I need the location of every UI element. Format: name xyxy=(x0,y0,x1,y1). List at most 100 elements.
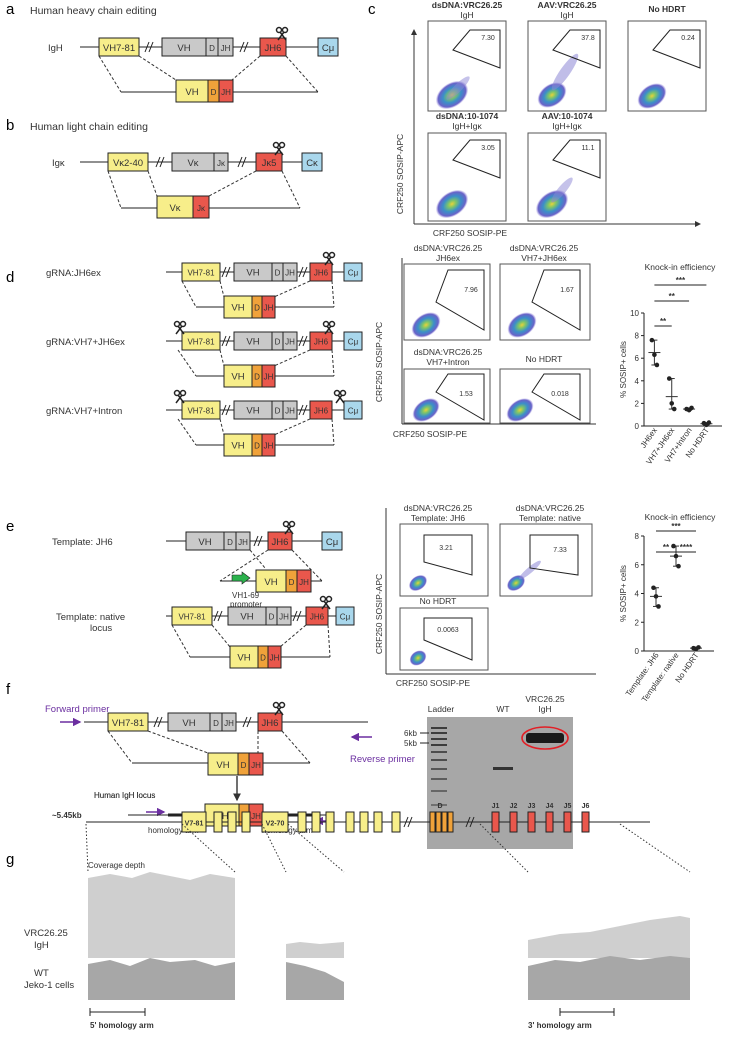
box-jh: JH xyxy=(285,338,295,347)
data-point xyxy=(673,553,679,559)
hdrt-vh: VH xyxy=(237,653,250,664)
gate-value: 11.1 xyxy=(581,145,594,152)
box-cmu: Cμ xyxy=(348,269,359,278)
box-cmu: Cμ xyxy=(348,407,359,416)
flow-plot-d2: dsDNA:VRC26.25 VH7+JH6ex 1.67 xyxy=(499,243,591,341)
data-point xyxy=(652,352,657,358)
panel-d: d xyxy=(6,269,14,286)
box-jk5: Jκ5 xyxy=(262,158,277,169)
significance-label: *** xyxy=(676,276,686,285)
forward-primer-label: Forward primer xyxy=(45,704,109,715)
hdrt-jh: JH xyxy=(221,88,231,97)
box-cmu: Cμ xyxy=(348,338,359,347)
significance-label: ** xyxy=(663,543,670,552)
j-label: J5 xyxy=(564,803,572,810)
d-y-axis-label: CRF250 SOSIP-APC xyxy=(374,322,384,402)
box-jh: JH xyxy=(279,613,289,622)
gate-value: 37.8 xyxy=(581,35,595,42)
y-tick-label: 8 xyxy=(635,532,640,541)
grna-row-label: gRNA:VH7+Intron xyxy=(46,406,122,417)
data-point xyxy=(649,337,655,343)
scissors-icon xyxy=(322,251,336,266)
gel-lane-vrc-sub: IgH xyxy=(538,704,551,714)
scissors-icon xyxy=(282,520,296,535)
wt-band xyxy=(493,767,513,770)
coverage-track-1a xyxy=(88,872,235,958)
hdrt-vh: VH xyxy=(231,372,244,383)
v2-70-box: V2-70 xyxy=(266,821,285,828)
plot-subtitle: IgH xyxy=(560,10,573,20)
flow-plot-c5: AAV:10-1074 IgH+Igκ 11.1 xyxy=(527,111,607,222)
flow-plot-c4: dsDNA:10-1074 IgH+Igκ 3.05 xyxy=(427,111,507,222)
hdrt-d: D xyxy=(254,304,260,313)
box-d: D xyxy=(275,269,281,278)
coverage-track-2a xyxy=(88,958,235,1000)
flow-plot-d3: dsDNA:VRC26.25 VH7+Intron 1.53 xyxy=(403,347,491,424)
box-vh7-81: VH7-81 xyxy=(187,338,215,347)
panel-a: a Human heavy chain editing IgH VH7-81 V… xyxy=(6,1,339,103)
hdrt-jk: Jκ xyxy=(197,204,206,213)
track2-label-2: Jeko-1 cells xyxy=(24,980,74,991)
flow-plot-d1: dsDNA:VRC26.25 JH6ex 7.96 xyxy=(403,243,491,341)
plot-title: No HDRT xyxy=(648,4,686,14)
plot-title: No HDRT xyxy=(420,596,457,606)
locus-label-igk: Igκ xyxy=(52,158,65,169)
hdrt-d: D xyxy=(254,442,260,451)
coverage-track-1c xyxy=(528,916,690,958)
arm3-label: 3' homology arm xyxy=(528,1021,592,1030)
flow-plot-c2: AAV:VRC26.25 IgH 37.8 xyxy=(527,0,607,112)
hdrt-jh: JH xyxy=(270,654,280,663)
panel-f: f Forward primer VH7-81 VH D JH JH6 Reve… xyxy=(6,681,573,849)
panel-b: b Human light chain editing Igκ Vκ2-40 V… xyxy=(6,117,323,219)
y-tick-label: 4 xyxy=(635,590,640,599)
v7-81-box: V7-81 xyxy=(185,821,204,828)
plot-title: dsDNA:VRC26.25 xyxy=(414,243,483,253)
data-point xyxy=(666,376,672,381)
significance-label: *** xyxy=(671,522,681,531)
significance-label: ** xyxy=(660,317,667,326)
vrc-band xyxy=(526,733,564,743)
plot-subtitle: JH6ex xyxy=(436,253,461,263)
y-tick-label: 10 xyxy=(630,309,639,318)
data-point xyxy=(689,405,694,411)
box-vh7-81: VH7-81 xyxy=(112,718,144,729)
j-label: J4 xyxy=(546,803,554,810)
hdrt-d: D xyxy=(289,578,295,587)
hdrt-jh: JH xyxy=(264,304,274,313)
e-x-axis-label: CRF250 SOSIP-PE xyxy=(396,678,470,688)
box-jh: JH xyxy=(285,407,295,416)
row-label-template-jh6: Template: JH6 xyxy=(52,537,113,548)
panel-e-flow: CRF250 SOSIP-APC CRF250 SOSIP-PE dsDNA:V… xyxy=(374,503,596,688)
gate-value: 3.21 xyxy=(439,545,453,552)
box-vh: VH xyxy=(246,406,259,417)
hdrt-d: D xyxy=(254,373,260,382)
box-d: D xyxy=(209,44,215,53)
box-vh: VH xyxy=(177,43,190,54)
hdrt-jh: JH xyxy=(299,578,309,587)
coverage-track-2c xyxy=(528,956,690,1000)
box-jk: Jκ xyxy=(217,159,226,168)
scissors-icon xyxy=(272,141,286,156)
gate-value: 7.30 xyxy=(481,35,495,42)
data-point xyxy=(676,563,681,569)
hdrt-vh: VH xyxy=(231,303,244,314)
y-axis-label: % SOSIP+ cells xyxy=(619,565,628,622)
plot-title: dsDNA:VRC26.25 xyxy=(404,503,473,513)
panel-letter-f: f xyxy=(6,681,11,698)
hdrt-jh: JH xyxy=(264,373,274,382)
y-tick-label: 6 xyxy=(635,354,640,363)
box-vh: VH xyxy=(246,337,259,348)
box-cmu: Cμ xyxy=(340,613,351,622)
j-label: J3 xyxy=(528,803,536,810)
box-jh6: JH6 xyxy=(314,269,329,278)
y-tick-label: 6 xyxy=(635,561,640,570)
data-point xyxy=(671,406,677,412)
hdrt-jh: JH xyxy=(264,442,274,451)
panel-b-title: Human light chain editing xyxy=(30,121,148,133)
panel-letter-c: c xyxy=(368,1,376,18)
box-cmu: Cμ xyxy=(326,537,338,548)
